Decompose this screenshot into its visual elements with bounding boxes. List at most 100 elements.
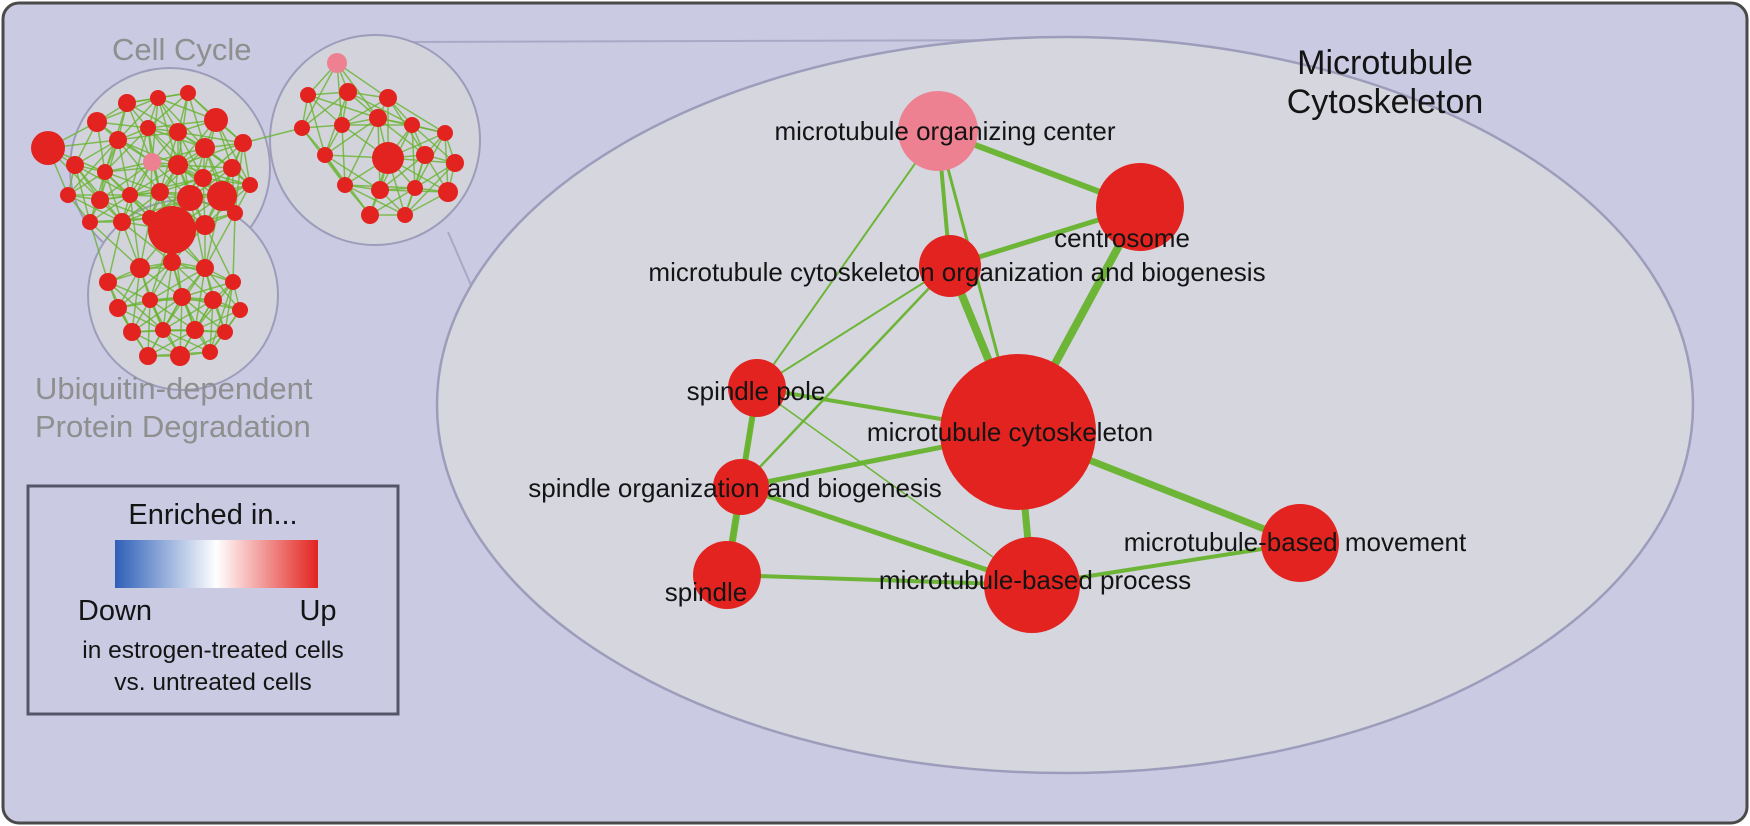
overview-node bbox=[407, 180, 423, 196]
overview-edge bbox=[149, 267, 206, 301]
node-label-pole: spindle pole bbox=[687, 376, 826, 406]
overview-node bbox=[334, 117, 350, 133]
node-label-spindle: spindle bbox=[665, 577, 747, 607]
overview-edge bbox=[131, 267, 141, 333]
overview-edge bbox=[336, 62, 379, 119]
overview-label: Ubiquitin-dependent bbox=[35, 371, 313, 406]
overview-node bbox=[180, 85, 196, 101]
overview-node bbox=[446, 154, 464, 172]
node-label-centrosome: centrosome bbox=[1054, 223, 1190, 253]
overview-edge bbox=[301, 62, 338, 129]
overview-node bbox=[227, 205, 243, 221]
overview-edge bbox=[117, 139, 179, 166]
overview-edge bbox=[107, 221, 123, 283]
zoom-cone-line bbox=[447, 231, 475, 293]
node-label-process: microtubule-based process bbox=[879, 565, 1191, 595]
overview-edge bbox=[404, 162, 456, 216]
overview-edge bbox=[67, 194, 123, 223]
overview-node bbox=[148, 206, 196, 254]
overview-node bbox=[207, 181, 237, 211]
node-spindle bbox=[693, 541, 761, 609]
overview-node bbox=[123, 323, 141, 341]
overview-node bbox=[438, 182, 458, 202]
overview-node bbox=[225, 274, 241, 290]
overview-node bbox=[155, 322, 171, 338]
overview-edge bbox=[104, 127, 149, 173]
overview-node bbox=[97, 164, 113, 180]
overview-node bbox=[142, 292, 158, 308]
overview-edge bbox=[301, 91, 349, 129]
overview-label: Protein Degradation bbox=[35, 409, 311, 444]
overview-node bbox=[327, 53, 347, 73]
edge-sorgbio-process bbox=[738, 484, 1035, 588]
overview-node bbox=[195, 215, 215, 235]
overview-node bbox=[379, 89, 397, 107]
overview-edge bbox=[89, 221, 109, 283]
overview-edge bbox=[117, 261, 173, 309]
overview-node bbox=[339, 83, 357, 101]
overview-edge bbox=[117, 97, 159, 141]
overview-edge bbox=[129, 127, 149, 196]
overview-node bbox=[437, 125, 453, 141]
node-label-orgbio: microtubule cytoskeleton organization an… bbox=[648, 257, 1265, 287]
node-label-movement: microtubule-based movement bbox=[1124, 527, 1467, 557]
overview-node bbox=[31, 131, 65, 165]
overview-node bbox=[186, 321, 204, 339]
overview-node bbox=[118, 94, 136, 112]
edge-orgbio-pole bbox=[756, 265, 951, 389]
overview-node bbox=[169, 123, 187, 141]
overview-node bbox=[204, 108, 228, 132]
overview-edge bbox=[126, 102, 179, 133]
overview-node bbox=[294, 120, 310, 136]
edge-moc-pole bbox=[756, 130, 939, 389]
overview-node bbox=[195, 138, 215, 158]
overview-node bbox=[371, 181, 389, 199]
overview-node bbox=[109, 131, 127, 149]
overview-node bbox=[204, 291, 222, 309]
overview-node bbox=[223, 159, 241, 177]
overview-edge bbox=[204, 224, 234, 283]
overview-node bbox=[173, 288, 191, 306]
overview-node bbox=[170, 346, 190, 366]
overview-node bbox=[194, 169, 212, 187]
overview-node bbox=[416, 146, 434, 164]
overview-edge bbox=[341, 124, 346, 186]
zoom-cone-line bbox=[404, 39, 1041, 43]
overview-node bbox=[87, 112, 107, 132]
overview-node bbox=[234, 134, 252, 152]
overview-node bbox=[150, 90, 166, 106]
overview-node bbox=[130, 258, 150, 278]
overview-node bbox=[361, 206, 379, 224]
overview-edge bbox=[387, 97, 446, 134]
node-process bbox=[984, 537, 1080, 633]
overview-edge bbox=[147, 92, 189, 129]
overview-node bbox=[82, 214, 98, 230]
overview-edge bbox=[344, 184, 406, 216]
overview-edge bbox=[379, 154, 426, 191]
overview-node bbox=[397, 207, 413, 223]
overview-edge bbox=[117, 139, 161, 193]
overview-node bbox=[217, 324, 233, 340]
node-cyto bbox=[940, 354, 1096, 510]
overview-edge bbox=[411, 124, 456, 164]
legend-subtitle-line-2: vs. untreated cells bbox=[114, 669, 311, 696]
overview-node bbox=[143, 153, 161, 171]
overview-edge bbox=[307, 94, 326, 156]
legend-subtitle-line-1: in estrogen-treated cells bbox=[82, 637, 343, 664]
legend-down-label: Down bbox=[78, 595, 152, 627]
overview-edge bbox=[89, 194, 131, 223]
node-centrosome bbox=[1096, 163, 1184, 251]
node-sorgbio bbox=[713, 459, 769, 515]
node-label-sorgbio: spindle organization and biogenesis bbox=[528, 473, 941, 503]
overview-edge bbox=[377, 117, 426, 156]
overview-edge bbox=[177, 164, 251, 186]
node-pole bbox=[728, 359, 786, 417]
legend-gradient-bar bbox=[115, 540, 318, 588]
legend-box bbox=[26, 484, 400, 716]
overview-edge bbox=[131, 296, 183, 333]
overview-edge bbox=[157, 97, 179, 166]
overview-edge bbox=[177, 131, 244, 144]
edge-orgbio-sorgbio bbox=[739, 264, 952, 489]
node-movement bbox=[1261, 504, 1339, 582]
